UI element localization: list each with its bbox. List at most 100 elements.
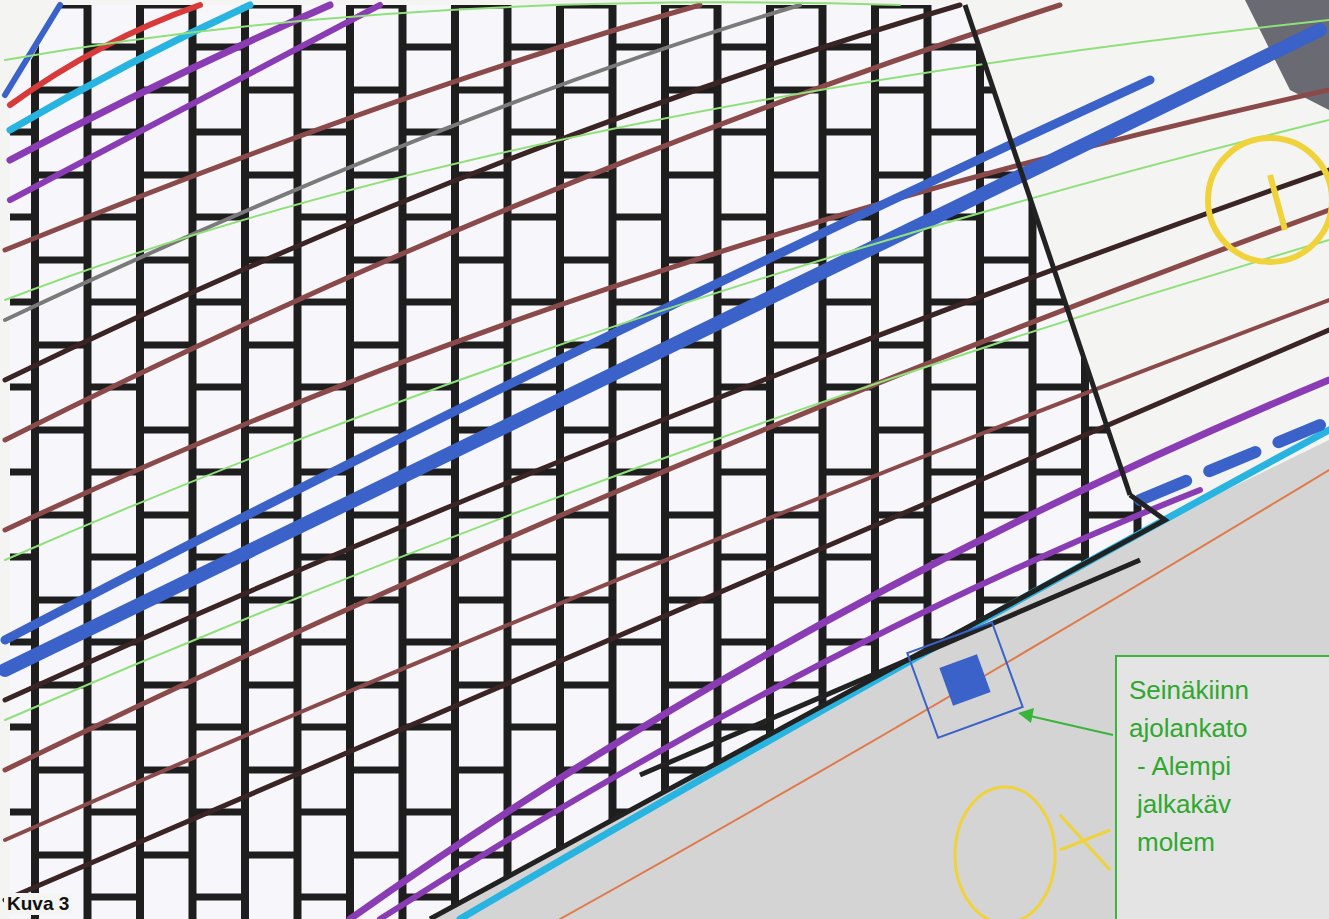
grid-bar xyxy=(718,639,771,646)
grid-rail xyxy=(31,0,39,919)
grid-bar xyxy=(718,44,771,51)
grid-bar xyxy=(1033,44,1086,51)
grid-bar xyxy=(875,427,928,434)
grid-bar xyxy=(193,469,246,476)
grid-bar xyxy=(1190,2,1329,9)
grid-bar xyxy=(980,342,1033,349)
grid-bar xyxy=(770,342,823,349)
grid-rail xyxy=(84,0,92,919)
grid-bar xyxy=(140,852,193,859)
grid-bar xyxy=(1033,894,1086,901)
grid-bar xyxy=(508,894,561,901)
grid-bar xyxy=(665,427,718,434)
grid-bar xyxy=(770,427,823,434)
grid-bar xyxy=(0,469,35,476)
grid-rail xyxy=(399,0,407,919)
grid-bar xyxy=(140,342,193,349)
grid-bar xyxy=(560,682,613,689)
figure-label: Kuva 3 xyxy=(4,893,72,915)
grid-bar xyxy=(193,894,246,901)
cable-lines xyxy=(5,2,1329,919)
grid-bar xyxy=(403,639,456,646)
grid-bar xyxy=(140,257,193,264)
grid-rail xyxy=(766,0,774,919)
grid-bar xyxy=(508,554,561,561)
grid-bar xyxy=(508,639,561,646)
grid-bar xyxy=(0,384,35,391)
grid-bar xyxy=(1033,469,1086,476)
grid-bar xyxy=(35,852,88,859)
grid-bar xyxy=(980,2,1033,9)
grid-bar xyxy=(1085,342,1138,349)
grid-bar xyxy=(980,767,1033,774)
grid-bar xyxy=(350,172,403,179)
grid-bar xyxy=(823,469,876,476)
marker-cross xyxy=(1060,815,1110,870)
grid-bar xyxy=(403,554,456,561)
grid-bar xyxy=(665,172,718,179)
grid-bar xyxy=(350,87,403,94)
grid-bar xyxy=(298,724,351,731)
grid-bar xyxy=(455,87,508,94)
grid-bar xyxy=(1138,214,1191,221)
callout-bullet: - Alempi jalkakäv molem xyxy=(1137,747,1287,861)
grid-bar xyxy=(980,87,1033,94)
grid-bar xyxy=(823,129,876,136)
grid-bar xyxy=(980,852,1033,859)
grid-bar xyxy=(245,852,298,859)
grid-bar xyxy=(350,512,403,519)
grid-bar xyxy=(718,894,771,901)
grid-bar xyxy=(875,852,928,859)
leader-arrow xyxy=(1018,708,1113,735)
grid-bar xyxy=(1138,384,1191,391)
grid-bar xyxy=(508,299,561,306)
grid-bar xyxy=(245,172,298,179)
grid-bar xyxy=(193,299,246,306)
grid-bar xyxy=(140,427,193,434)
grid-bar xyxy=(298,809,351,816)
grid-bar xyxy=(88,894,141,901)
grid-bar xyxy=(35,427,88,434)
grid-bar xyxy=(455,767,508,774)
grid-bar xyxy=(0,214,35,221)
grid-bar xyxy=(718,469,771,476)
grid-bar xyxy=(298,894,351,901)
grid-bar xyxy=(298,214,351,221)
grid-bar xyxy=(88,554,141,561)
callout-title: Seinäkiinn ajolankato xyxy=(1129,671,1309,747)
grid-bar xyxy=(770,597,823,604)
grid-bar xyxy=(508,724,561,731)
grid-bar xyxy=(1033,809,1086,816)
grid-bar xyxy=(1085,2,1138,9)
grid-bar xyxy=(245,87,298,94)
grid-bar xyxy=(0,724,35,731)
grid-bar xyxy=(1138,469,1191,476)
grid-bar xyxy=(350,427,403,434)
grid-bar xyxy=(1085,172,1138,179)
grid-bar xyxy=(350,852,403,859)
grid-bar xyxy=(455,342,508,349)
grid-bar xyxy=(403,809,456,816)
grid-bar xyxy=(193,639,246,646)
grid-bar xyxy=(613,214,666,221)
callout-box: Seinäkiinn ajolankato- Alempi jalkakäv m… xyxy=(1115,655,1329,919)
grid-bar xyxy=(455,257,508,264)
grid-bar xyxy=(928,809,981,816)
grid-bar xyxy=(140,512,193,519)
grid-bar xyxy=(245,682,298,689)
marker-ellipse xyxy=(955,787,1055,919)
grid-bar xyxy=(875,172,928,179)
grid-bar xyxy=(0,809,35,816)
marker-tick xyxy=(1270,175,1285,230)
grid-bar xyxy=(560,427,613,434)
grid-rail xyxy=(189,0,197,919)
grid-bar xyxy=(928,469,981,476)
grid-bar xyxy=(875,87,928,94)
grid-bar xyxy=(875,342,928,349)
grid-bar xyxy=(718,554,771,561)
grid-bar xyxy=(245,342,298,349)
grid-bar xyxy=(350,342,403,349)
grid-bar xyxy=(35,257,88,264)
